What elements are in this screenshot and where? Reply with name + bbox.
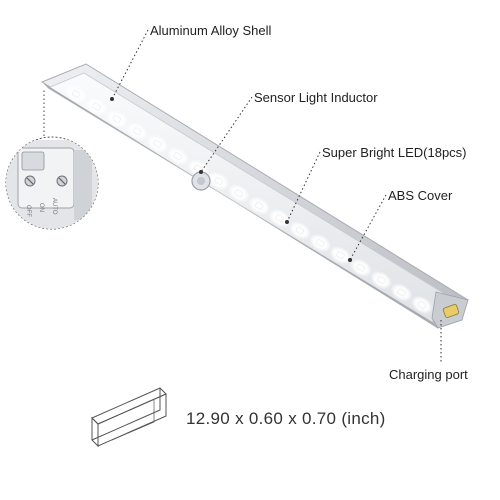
switch-closeup: OFF ON AUTO xyxy=(6,140,98,229)
led-chip xyxy=(92,102,101,111)
led-chip xyxy=(336,251,345,260)
callout-line-sensor xyxy=(200,96,253,173)
led-chip xyxy=(173,152,182,160)
led-chip xyxy=(377,276,386,284)
led-chip xyxy=(275,214,284,222)
charging-port-icon xyxy=(442,304,460,318)
callout-dot xyxy=(348,258,352,262)
label-charging-port: Charging port xyxy=(389,367,468,382)
led-chip xyxy=(295,226,304,235)
led-chip xyxy=(417,300,426,309)
callout-line-cover xyxy=(349,194,387,261)
led-chip xyxy=(234,189,243,198)
label-led: Super Bright LED(18pcs) xyxy=(322,145,467,160)
led-array xyxy=(65,84,433,315)
led-chip xyxy=(316,239,325,247)
led-chip xyxy=(133,127,142,136)
dimensions-text: 12.90 x 0.60 x 0.70 (inch) xyxy=(186,409,386,428)
callout-line-shell xyxy=(111,29,149,100)
led-chip xyxy=(214,177,223,185)
callout-line-led xyxy=(286,151,321,223)
label-sensor: Sensor Light Inductor xyxy=(254,90,378,105)
led-chip xyxy=(72,90,81,99)
label-abs-cover: ABS Cover xyxy=(388,188,453,203)
callout-dot xyxy=(285,220,289,224)
led-chip xyxy=(356,263,365,272)
slide-switch-icon xyxy=(21,151,45,171)
led-chip xyxy=(112,115,121,123)
switch-label-on: ON xyxy=(38,203,44,212)
sensor-lens xyxy=(197,177,205,185)
label-aluminum-shell: Aluminum Alloy Shell xyxy=(150,23,272,38)
led-chip xyxy=(397,288,406,297)
box-dimension-icon xyxy=(91,387,167,448)
switch-label-off: OFF xyxy=(25,205,31,217)
light-bar-edge xyxy=(42,82,438,328)
led-chip xyxy=(153,139,162,148)
led-chip xyxy=(255,201,264,210)
callout-dot xyxy=(199,170,203,174)
switch-label-auto: AUTO xyxy=(51,198,57,215)
callout-dot xyxy=(110,97,114,101)
